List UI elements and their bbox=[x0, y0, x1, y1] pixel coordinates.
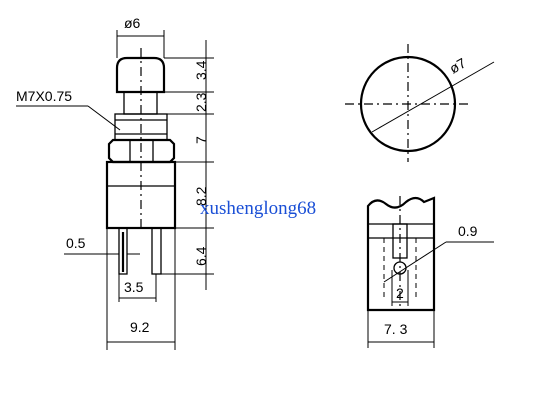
diameter-7-label: ø7 bbox=[447, 54, 469, 76]
height-8-2-label: 8.2 bbox=[193, 186, 209, 206]
right-terminal bbox=[151, 227, 162, 275]
watermark-text: xushenglong68 bbox=[200, 198, 316, 219]
width-0-5-label: 0.5 bbox=[66, 235, 86, 251]
width-2-label: 2 bbox=[396, 285, 404, 301]
button-cap bbox=[115, 56, 166, 94]
side-body bbox=[366, 196, 436, 312]
left-terminal bbox=[118, 227, 128, 275]
width-9-2-label: 9.2 bbox=[130, 319, 150, 335]
height-6-4-label: 6.4 bbox=[193, 246, 209, 266]
front-view bbox=[105, 48, 177, 275]
front-dimensions: ø6 3.4 2.3 7 8.2 6.4 M7X0.75 0.5 3.5 9.2 bbox=[16, 15, 214, 350]
top-view: ø7 bbox=[345, 44, 495, 162]
height-7-label: 7 bbox=[193, 136, 209, 144]
width-7-3-label: 7. 3 bbox=[384, 321, 408, 337]
hex-nut bbox=[107, 138, 176, 164]
height-2-3-label: 2.3 bbox=[193, 92, 209, 112]
side-dimensions: 0.9 2 7. 3 bbox=[367, 223, 494, 348]
side-view bbox=[366, 196, 436, 312]
width-0-9-label: 0.9 bbox=[458, 223, 478, 239]
height-3-4-label: 3.4 bbox=[193, 60, 209, 80]
diameter-6-label: ø6 bbox=[124, 15, 141, 31]
width-3-5-label: 3.5 bbox=[124, 279, 144, 295]
thread-spec-label: M7X0.75 bbox=[16, 88, 72, 104]
